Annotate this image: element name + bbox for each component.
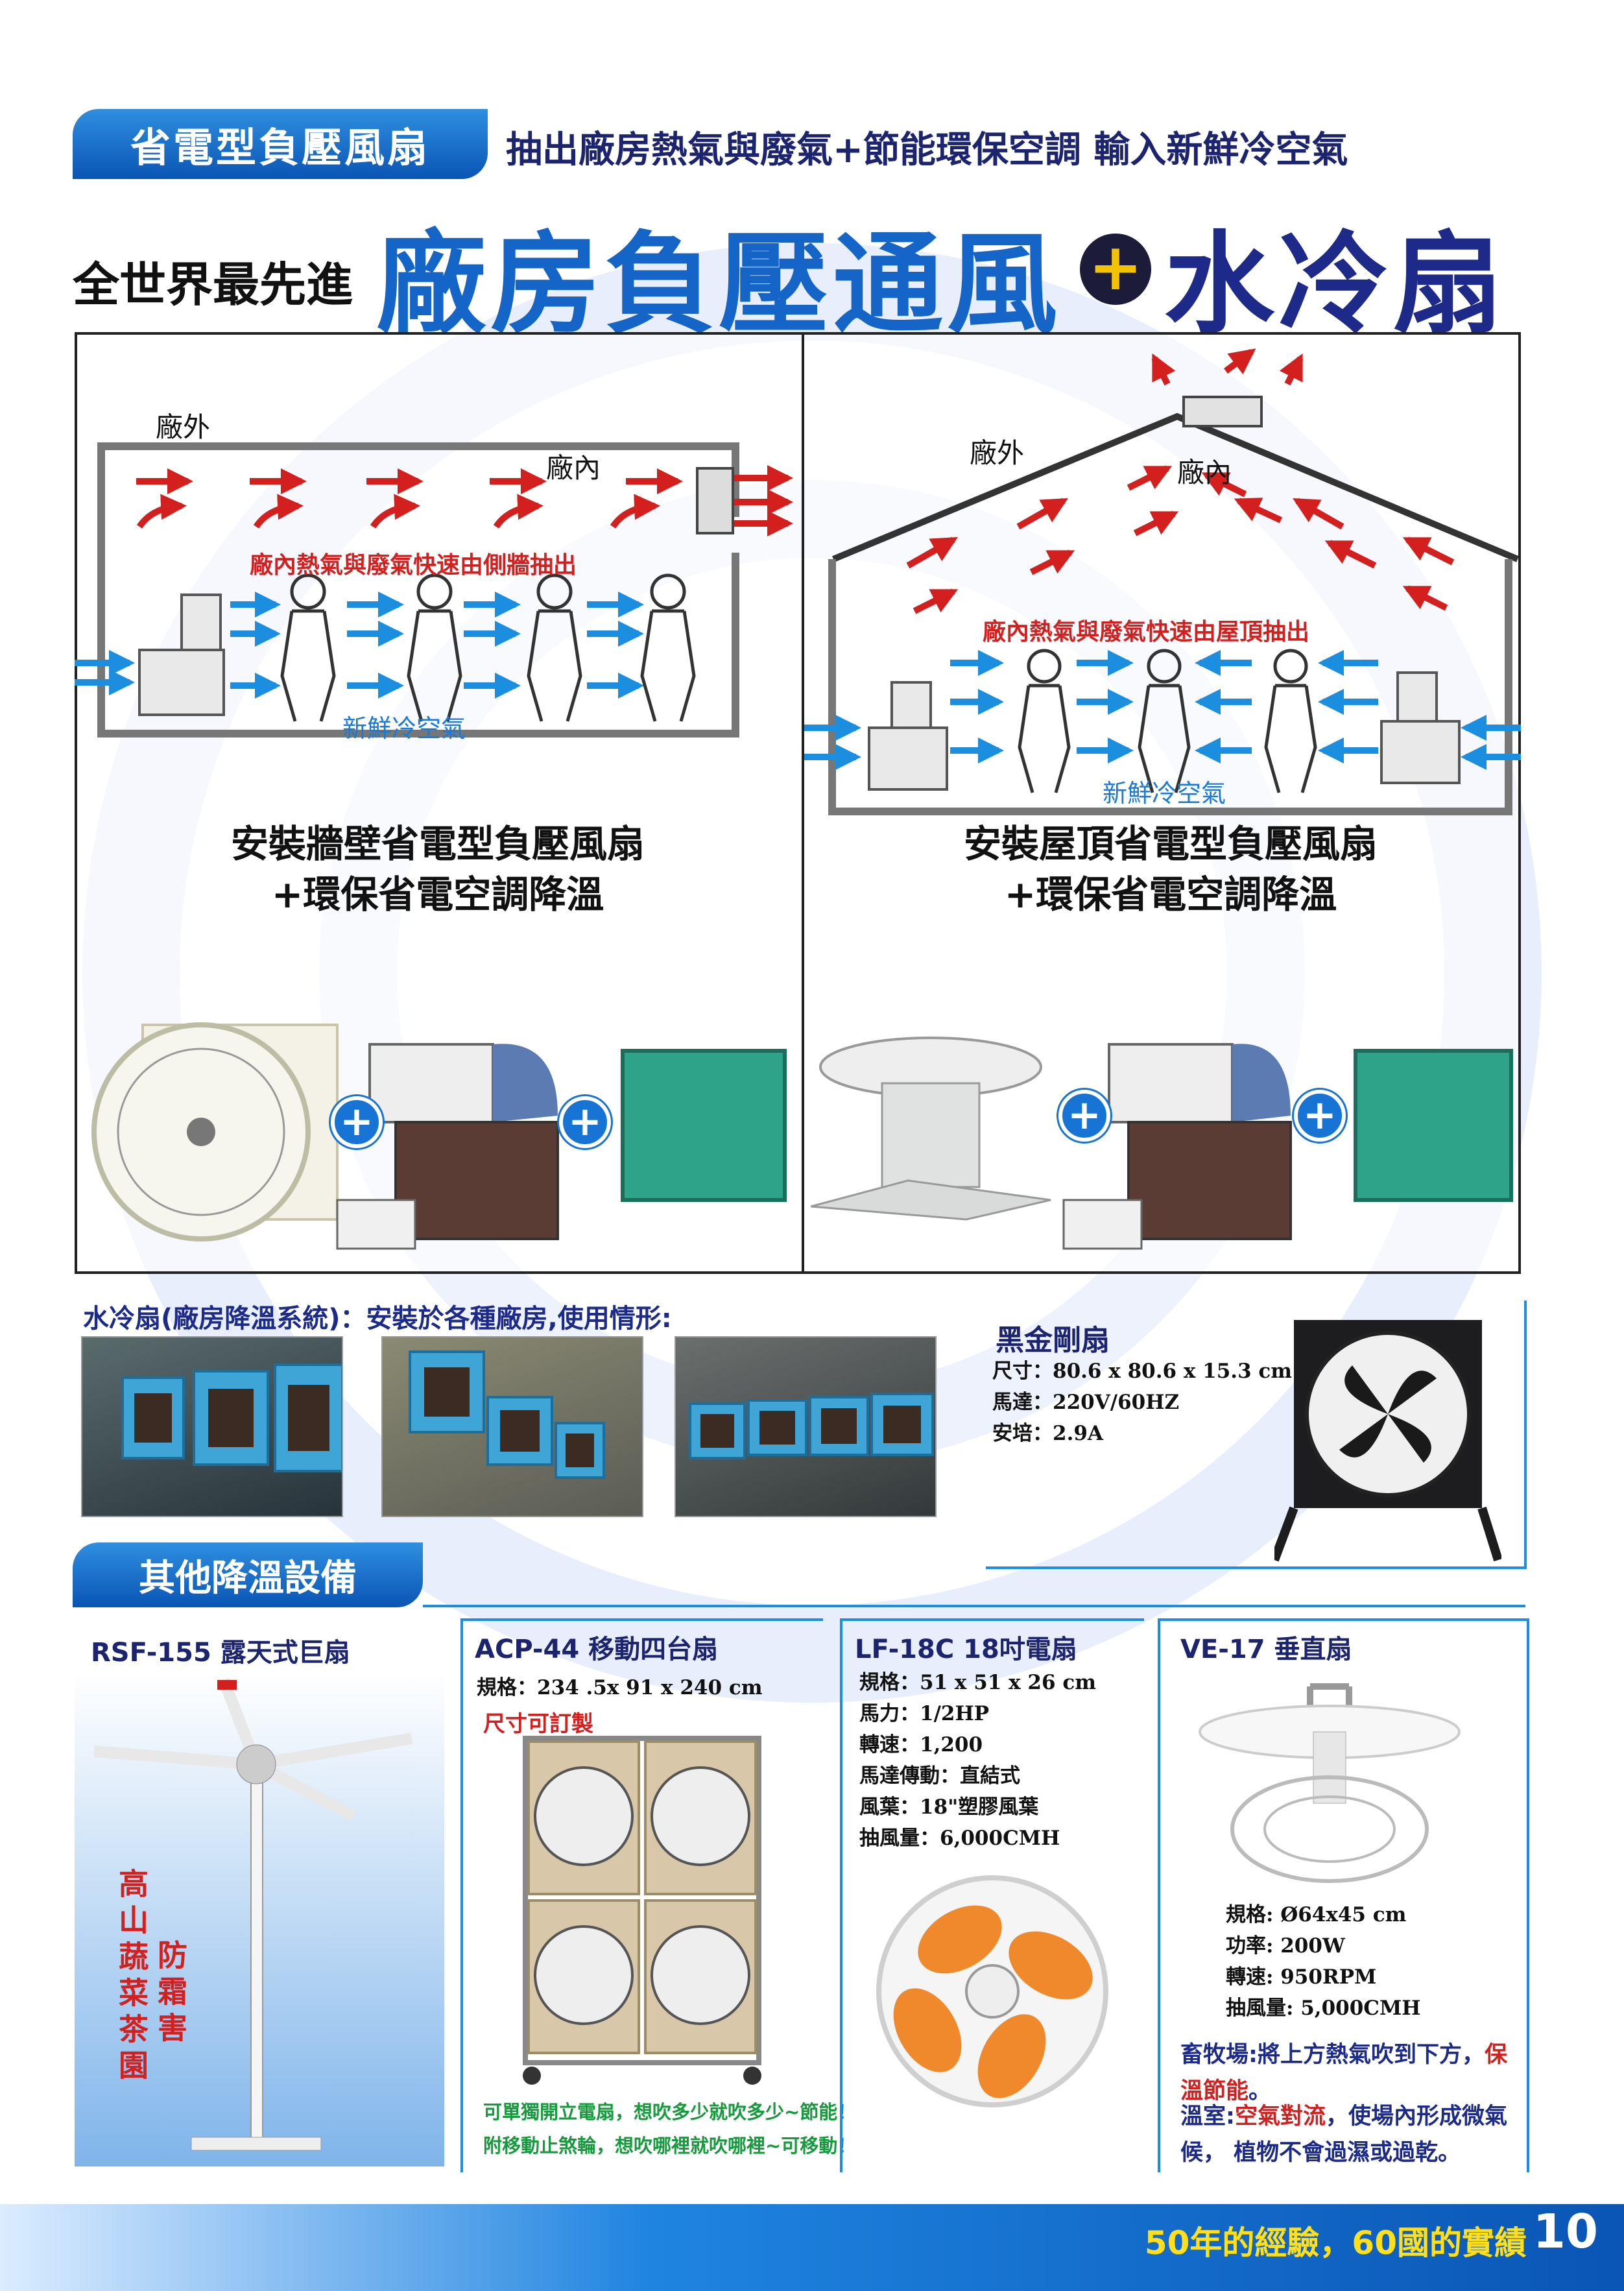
left-hot-air-text: 廠內熱氣與廢氣快速由側牆抽出 <box>250 552 577 579</box>
product-acp44-name: ACP-44 移動四台扇 <box>475 1635 719 1664</box>
product-acp44-box <box>460 1618 823 2172</box>
product-acp44-image <box>523 1736 761 2085</box>
product-rsf155-vertical-2: 防霜害 <box>153 1939 188 2048</box>
product-lf18c-spec: 抽風量：6,000CMH <box>859 1827 1060 1850</box>
plus-icon: + <box>1080 234 1151 305</box>
product-rsf155-image <box>75 1673 444 2166</box>
product-lf18c-spec: 馬力：1/2HP <box>859 1702 990 1725</box>
main-title-ventilation: 廠房負壓通風 <box>376 219 1062 349</box>
left-caption: 安裝牆壁省電型負壓風扇 +環保省電空調降溫 <box>130 819 746 920</box>
plus-icon-2: + <box>559 1096 611 1148</box>
product-acp44-spec: 規格：234 .5x 91 x 240 cm <box>477 1676 763 1699</box>
plus-icon-1: + <box>331 1096 383 1148</box>
product-ve17-spec: 規格: Ø64x45 cm <box>1226 1903 1407 1926</box>
black-fan-image <box>1274 1320 1501 1562</box>
black-fan-spec: 尺寸：80.6 x 80.6 x 15.3 cm <box>992 1360 1293 1383</box>
product-acp44-notes: 可單獨開立電扇，想吹多少就吹多少~節能！ 附移動止煞輪，想吹哪裡就吹哪裡~可移動… <box>483 2095 856 2163</box>
plus-icon-4: + <box>1294 1090 1346 1142</box>
right-caption-line2: +環保省電空調降溫 <box>1004 872 1337 917</box>
left-inside-label: 廠內 <box>546 452 601 484</box>
product-ve17-box <box>1158 1618 1529 2172</box>
usage-title: 水冷扇(廠房降溫系統)：安裝於各種廠房,使用情形: <box>83 1304 672 1334</box>
product-ve17-note-livestock: 畜牧場:將上方熱氣吹到下方，保溫節能。 <box>1180 2042 1508 2104</box>
product-acp44-custom: 尺寸可訂製 <box>483 1711 593 1737</box>
black-fan-box <box>986 1301 1527 1569</box>
side-wall-diagram <box>75 442 793 738</box>
panel-divider <box>802 332 804 1274</box>
right-hot-air-text: 廠內熱氣與廢氣快速由屋頂抽出 <box>983 619 1310 645</box>
main-title-cooling-fan: 水冷扇 <box>1164 219 1507 349</box>
product-acp44-note2: 附移動止煞輪，想吹哪裡就吹哪裡~可移動！ <box>483 2135 857 2157</box>
product-ve17-spec: 功率: 200W <box>1226 1934 1345 1958</box>
usage-photo-3 <box>675 1336 937 1517</box>
black-fan-specs: 尺寸：80.6 x 80.6 x 15.3 cm 馬達：220V/60HZ 安培… <box>992 1356 1292 1449</box>
world-best-label: 全世界最先進 <box>73 258 353 312</box>
product-lf18c-spec: 規格：51 x 51 x 26 cm <box>859 1671 1097 1694</box>
left-product-illustrations <box>91 1022 787 1250</box>
left-caption-line2: +環保省電空調降溫 <box>271 872 604 917</box>
right-inside-label: 廠內 <box>1177 457 1232 488</box>
right-fresh-air-text: 新鮮冷空氣 <box>1103 779 1226 808</box>
product-lf18c-specs: 規格：51 x 51 x 26 cm 馬力：1/2HP 轉速：1,200 馬達傳… <box>859 1667 1096 1854</box>
usage-photo-1 <box>81 1336 343 1517</box>
product-ve17-image <box>1199 1683 1461 1883</box>
footer-slogan: 50年的經驗，60國的實績 <box>1144 2224 1527 2262</box>
page-number: 10 <box>1533 2204 1598 2259</box>
roof-diagram <box>804 348 1521 815</box>
product-lf18c-spec: 風葉：18"塑膠風葉 <box>859 1795 1039 1819</box>
left-caption-line1: 安裝牆壁省電型負壓風扇 <box>230 822 645 866</box>
right-caption: 安裝屋頂省電型負壓風扇 +環保省電空調降溫 <box>863 819 1479 920</box>
product-ve17-name: VE-17 垂直扇 <box>1180 1635 1352 1664</box>
black-fan-spec: 馬達：220V/60HZ <box>992 1391 1180 1414</box>
product-ve17-spec: 轉速: 950RPM <box>1226 1965 1377 1989</box>
product-ve17-spec: 抽風量: 5,000CMH <box>1226 1997 1421 2020</box>
product-rsf155-name: RSF-155 露天式巨扇 <box>91 1638 350 1668</box>
product-lf18c-spec: 轉速：1,200 <box>859 1733 983 1757</box>
category-tag: 省電型負壓風扇 <box>73 109 488 179</box>
product-lf18c-spec: 馬達傳動：直結式 <box>859 1764 1020 1788</box>
product-rsf155-vertical-1: 高山蔬菜茶園 <box>114 1868 149 2086</box>
product-lf18c-image <box>876 1875 1108 2107</box>
right-outside-label: 廠外 <box>970 437 1025 469</box>
tagline: 抽出廠房熱氣與廢氣+節能環保空調 輸入新鮮冷空氣 <box>506 129 1348 171</box>
product-ve17-specs: 規格: Ø64x45 cm 功率: 200W 轉速: 950RPM 抽風量: 5… <box>1226 1899 1421 2024</box>
product-ve17-note-greenhouse: 溫室:空氣對流，使場內形成微氣候， 植物不會過濕或過乾。 <box>1180 2104 1508 2166</box>
black-fan-name: 黑金剛扇 <box>996 1324 1110 1357</box>
product-lf18c-name: LF-18C 18吋電扇 <box>855 1635 1077 1664</box>
other-divider <box>423 1605 1525 1607</box>
right-product-illustrations <box>811 1037 1513 1250</box>
footer-bar <box>0 2204 1624 2291</box>
product-lf18c-box <box>840 1618 1144 2172</box>
other-equipment-tag: 其他降溫設備 <box>73 1542 423 1607</box>
plus-icon-3: + <box>1058 1090 1110 1142</box>
right-caption-line1: 安裝屋頂省電型負壓風扇 <box>963 822 1378 866</box>
left-outside-label: 廠外 <box>156 411 211 443</box>
left-fresh-air-text: 新鮮冷空氣 <box>342 714 466 743</box>
usage-photo-2 <box>381 1336 643 1517</box>
product-acp44-note1: 可單獨開立電扇，想吹多少就吹多少~節能！ <box>483 2101 857 2123</box>
black-fan-spec: 安培：2.9A <box>992 1422 1103 1445</box>
